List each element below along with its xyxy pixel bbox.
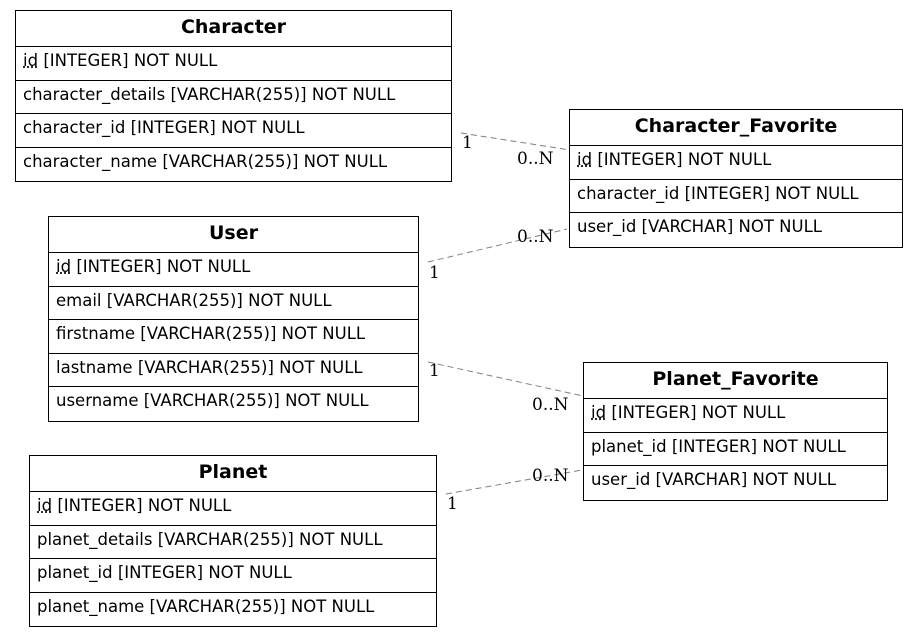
- attr-name: character_id: [23, 118, 126, 137]
- attr-name: username: [56, 391, 139, 410]
- attribute-row: planet_id [INTEGER] NOT NULL: [30, 559, 436, 593]
- attr-type: [VARCHAR] NOT NULL: [655, 470, 836, 489]
- entity-planet[interactable]: Planet id [INTEGER] NOT NULL planet_deta…: [29, 455, 437, 627]
- card-planetfav-planet-side: 0..N: [532, 466, 569, 486]
- attribute-row: planet_name [VARCHAR(255)] NOT NULL: [30, 593, 436, 627]
- rel-line-planet-planet-favorite: [445, 469, 583, 495]
- attribute-row: character_name [VARCHAR(255)] NOT NULL: [16, 148, 451, 182]
- card-planet-side: 1: [447, 494, 458, 514]
- attribute-row: planet_details [VARCHAR(255)] NOT NULL: [30, 526, 436, 559]
- attribute-row: email [VARCHAR(255)] NOT NULL: [49, 287, 418, 320]
- entity-title: Character_Favorite: [570, 110, 902, 146]
- entity-title: Planet: [30, 456, 436, 492]
- attr-name: email: [56, 290, 102, 310]
- attr-type: [INTEGER] NOT NULL: [671, 436, 846, 456]
- entity-character[interactable]: Character id [INTEGER] NOT NULL characte…: [15, 10, 452, 182]
- attribute-row: id [INTEGER] NOT NULL: [570, 146, 902, 180]
- attr-type: [VARCHAR(255)] NOT NULL: [137, 357, 363, 377]
- entity-planet-favorite[interactable]: Planet_Favorite id [INTEGER] NOT NULL pl…: [583, 362, 888, 501]
- pk-attr-name: id: [37, 496, 53, 515]
- card-character-favorite-side: 0..N: [517, 149, 554, 169]
- attr-name: firstname: [56, 324, 136, 343]
- attr-type: [INTEGER] NOT NULL: [611, 403, 786, 422]
- attr-type: [VARCHAR(255)] NOT NULL: [149, 596, 375, 616]
- attribute-row: planet_id [INTEGER] NOT NULL: [584, 433, 887, 466]
- attr-type: [VARCHAR(255)] NOT NULL: [170, 84, 396, 104]
- attr-type: [INTEGER] NOT NULL: [684, 183, 859, 203]
- attr-type: [VARCHAR] NOT NULL: [641, 217, 822, 236]
- attribute-row: firstname [VARCHAR(255)] NOT NULL: [49, 320, 418, 354]
- rel-line-character-character-favorite: [460, 132, 571, 151]
- card-user-planet-side: 1: [429, 361, 440, 381]
- attr-name: character_id: [577, 183, 680, 203]
- pk-attr-name: id: [23, 51, 39, 70]
- attr-name: user_id: [577, 217, 637, 236]
- card-character-side: 1: [462, 133, 473, 153]
- attribute-row: character_details [VARCHAR(255)] NOT NUL…: [16, 81, 451, 114]
- attr-name: user_id: [591, 470, 651, 489]
- attr-type: [VARCHAR(255)] NOT NULL: [162, 151, 388, 171]
- attr-type: [VARCHAR(255)] NOT NULL: [143, 391, 369, 410]
- attribute-row: id [INTEGER] NOT NULL: [584, 399, 887, 433]
- entity-user[interactable]: User id [INTEGER] NOT NULL email [VARCHA…: [48, 216, 419, 422]
- attr-name: character_name: [23, 151, 158, 171]
- attribute-row: character_id [INTEGER] NOT NULL: [570, 180, 902, 213]
- attr-name: character_details: [23, 84, 166, 104]
- pk-attr-name: id: [591, 403, 607, 422]
- attribute-row: user_id [VARCHAR] NOT NULL: [570, 213, 902, 247]
- pk-attr-name: id: [56, 257, 72, 276]
- attr-type: [INTEGER] NOT NULL: [57, 496, 232, 515]
- pk-attr-name: id: [577, 150, 593, 169]
- attribute-row: id [INTEGER] NOT NULL: [16, 47, 451, 81]
- attribute-row: user_id [VARCHAR] NOT NULL: [584, 466, 887, 500]
- attribute-row: username [VARCHAR(255)] NOT NULL: [49, 387, 418, 421]
- attr-name: planet_id: [37, 563, 113, 582]
- attr-type: [INTEGER] NOT NULL: [130, 118, 305, 137]
- attribute-row: character_id [INTEGER] NOT NULL: [16, 114, 451, 148]
- entity-title: Character: [16, 11, 451, 47]
- attr-name: planet_name: [37, 596, 145, 616]
- rel-line-user-planet-favorite: [427, 361, 584, 397]
- rel-line-user-character-favorite: [427, 228, 568, 263]
- entity-title: User: [49, 217, 418, 253]
- attr-type: [INTEGER] NOT NULL: [597, 150, 772, 169]
- attr-type: [VARCHAR(255)] NOT NULL: [157, 529, 383, 549]
- attr-type: [INTEGER] NOT NULL: [76, 257, 251, 276]
- attr-name: lastname: [56, 357, 133, 377]
- attr-type: [VARCHAR(255)] NOT NULL: [140, 324, 366, 343]
- entity-character-favorite[interactable]: Character_Favorite id [INTEGER] NOT NULL…: [569, 109, 903, 248]
- attr-name: planet_details: [37, 529, 153, 549]
- attr-type: [INTEGER] NOT NULL: [117, 563, 292, 582]
- card-planetfav-user-side: 0..N: [532, 395, 569, 415]
- attr-name: planet_id: [591, 436, 667, 456]
- card-charfav-user-side: 0..N: [517, 227, 554, 247]
- entity-title: Planet_Favorite: [584, 363, 887, 399]
- attr-type: [INTEGER] NOT NULL: [43, 51, 218, 70]
- attribute-row: lastname [VARCHAR(255)] NOT NULL: [49, 354, 418, 387]
- attribute-row: id [INTEGER] NOT NULL: [30, 492, 436, 526]
- attribute-row: id [INTEGER] NOT NULL: [49, 253, 418, 287]
- card-user-char-side: 1: [429, 263, 440, 283]
- attr-type: [VARCHAR(255)] NOT NULL: [106, 290, 332, 310]
